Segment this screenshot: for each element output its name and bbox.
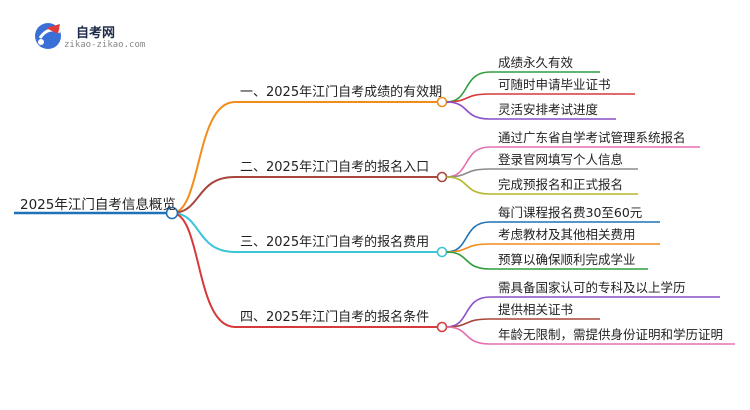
- graduation-cap-logo-icon: [35, 23, 61, 49]
- leaf-topic: 通过广东省自学考试管理系统报名: [498, 130, 686, 145]
- leaf-topic: 每门课程报名费30至60元: [498, 205, 643, 220]
- leaf-topic: 可随时申请毕业证书: [498, 77, 611, 92]
- branch-connector: [171, 101, 236, 214]
- root-topic: 2025年江门自考信息概览: [20, 197, 176, 213]
- leaf-topic: 完成预报名和正式报名: [498, 177, 624, 192]
- site-logo[interactable]: 自考网 zikao-zikao.com: [30, 18, 190, 54]
- branch-connector: [171, 212, 236, 328]
- leaf-connector: [446, 101, 491, 120]
- leaf-topic: 年龄无限制，需提供身份证明和学历证明: [498, 327, 724, 342]
- leaf-topic: 提供相关证书: [498, 302, 574, 317]
- leaf-topic: 灵活安排考试进度: [498, 102, 599, 117]
- site-logo-url: zikao-zikao.com: [64, 40, 146, 50]
- branch-connector: [171, 176, 236, 214]
- leaf-connector: [446, 251, 491, 270]
- root-node[interactable]: [165, 206, 179, 220]
- site-logo-title: 自考网: [76, 26, 116, 41]
- branch-connector: [171, 212, 236, 253]
- leaf-topic: 考虑教材及其他相关费用: [498, 227, 636, 242]
- leaf-connector: [446, 176, 491, 195]
- leaf-topic: 需具备国家认可的专科及以上学历: [498, 280, 686, 295]
- branch-topic-4: 四、2025年江门自考的报名条件: [240, 310, 430, 325]
- branch-topic-1: 一、2025年江门自考成绩的有效期: [240, 85, 443, 100]
- leaf-connector: [446, 326, 491, 345]
- leaf-topic: 登录官网填写个人信息: [498, 152, 624, 167]
- branch-node[interactable]: [436, 321, 448, 333]
- branch-topic-3: 三、2025年江门自考的报名费用: [240, 235, 430, 250]
- leaf-topic: 成绩永久有效: [498, 55, 574, 70]
- branch-node[interactable]: [436, 171, 448, 183]
- leaf-topic: 预算以确保顺利完成学业: [498, 252, 636, 267]
- branch-topic-2: 二、2025年江门自考的报名入口: [240, 160, 430, 175]
- branch-node[interactable]: [436, 246, 448, 258]
